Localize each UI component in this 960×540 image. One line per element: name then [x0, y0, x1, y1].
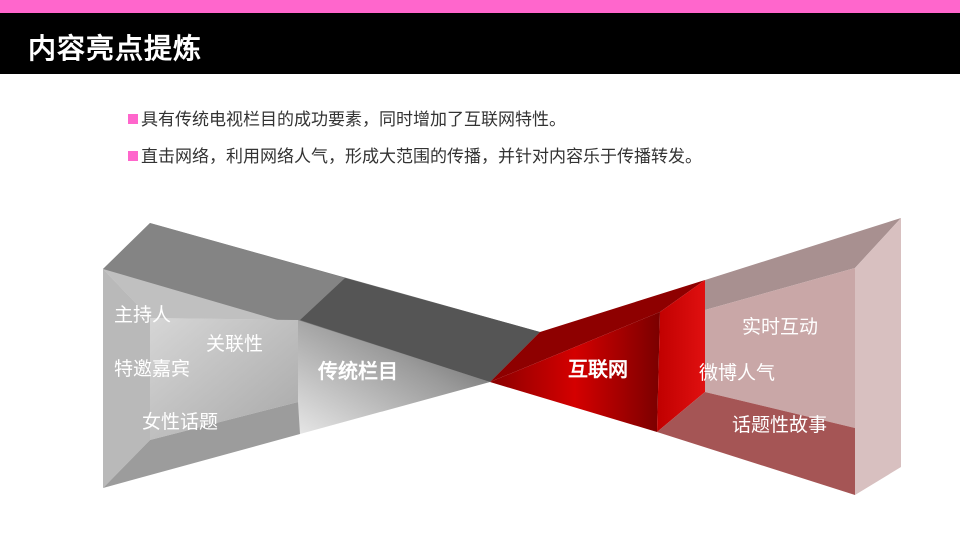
bullet-text: 直击网络，利用网络人气，形成大范围的传播，并针对内容乐于传播转发。	[141, 147, 702, 167]
left-funnel-top-face-shade	[300, 278, 540, 382]
left-funnel-inner-face	[150, 318, 298, 440]
pink-square-bullet-icon	[128, 151, 138, 161]
center-red-funnel	[490, 280, 705, 432]
left-funnel-upper-bevel	[103, 223, 345, 320]
label-internet: 互联网	[568, 357, 628, 381]
label-topical-stories: 话题性故事	[732, 414, 827, 436]
bullet-list: 具有传统电视栏目的成功要素，同时增加了互联网特性。 直击网络，利用网络人气，形成…	[128, 108, 928, 182]
top-accent-stripe	[0, 0, 960, 13]
label-female-topics: 女性话题	[142, 411, 218, 433]
left-funnel-left-face	[103, 269, 150, 488]
right-funnel-side-face	[855, 218, 901, 495]
bullet-text: 具有传统电视栏目的成功要素，同时增加了互联网特性。	[141, 110, 566, 130]
title-bar: 内容亮点提炼	[0, 13, 960, 74]
pink-square-bullet-icon	[128, 114, 138, 124]
right-funnel-lower-face	[657, 392, 855, 495]
label-weibo-popularity: 微博人气	[699, 362, 775, 384]
bullet-item: 直击网络，利用网络人气，形成大范围的传播，并针对内容乐于传播转发。	[128, 145, 928, 169]
label-realtime-interaction: 实时互动	[742, 316, 818, 338]
left-funnel-bottom-face	[103, 402, 300, 488]
label-traditional-program: 传统栏目	[317, 359, 398, 383]
bullet-item: 具有传统电视栏目的成功要素，同时增加了互联网特性。	[128, 108, 928, 132]
left-funnel-neck	[298, 320, 490, 434]
red-top-face	[490, 280, 705, 382]
red-side-face	[657, 280, 705, 432]
red-front-face	[490, 312, 660, 432]
page-title: 内容亮点提炼	[28, 32, 203, 65]
right-funnel-inner-face	[705, 268, 855, 428]
right-funnel-top-face	[705, 218, 901, 310]
label-host: 主持人	[114, 304, 171, 326]
label-guests: 特邀嘉宾	[114, 358, 190, 380]
right-funnel	[657, 218, 901, 495]
label-relevance: 关联性	[206, 333, 263, 355]
left-funnel	[103, 223, 540, 488]
